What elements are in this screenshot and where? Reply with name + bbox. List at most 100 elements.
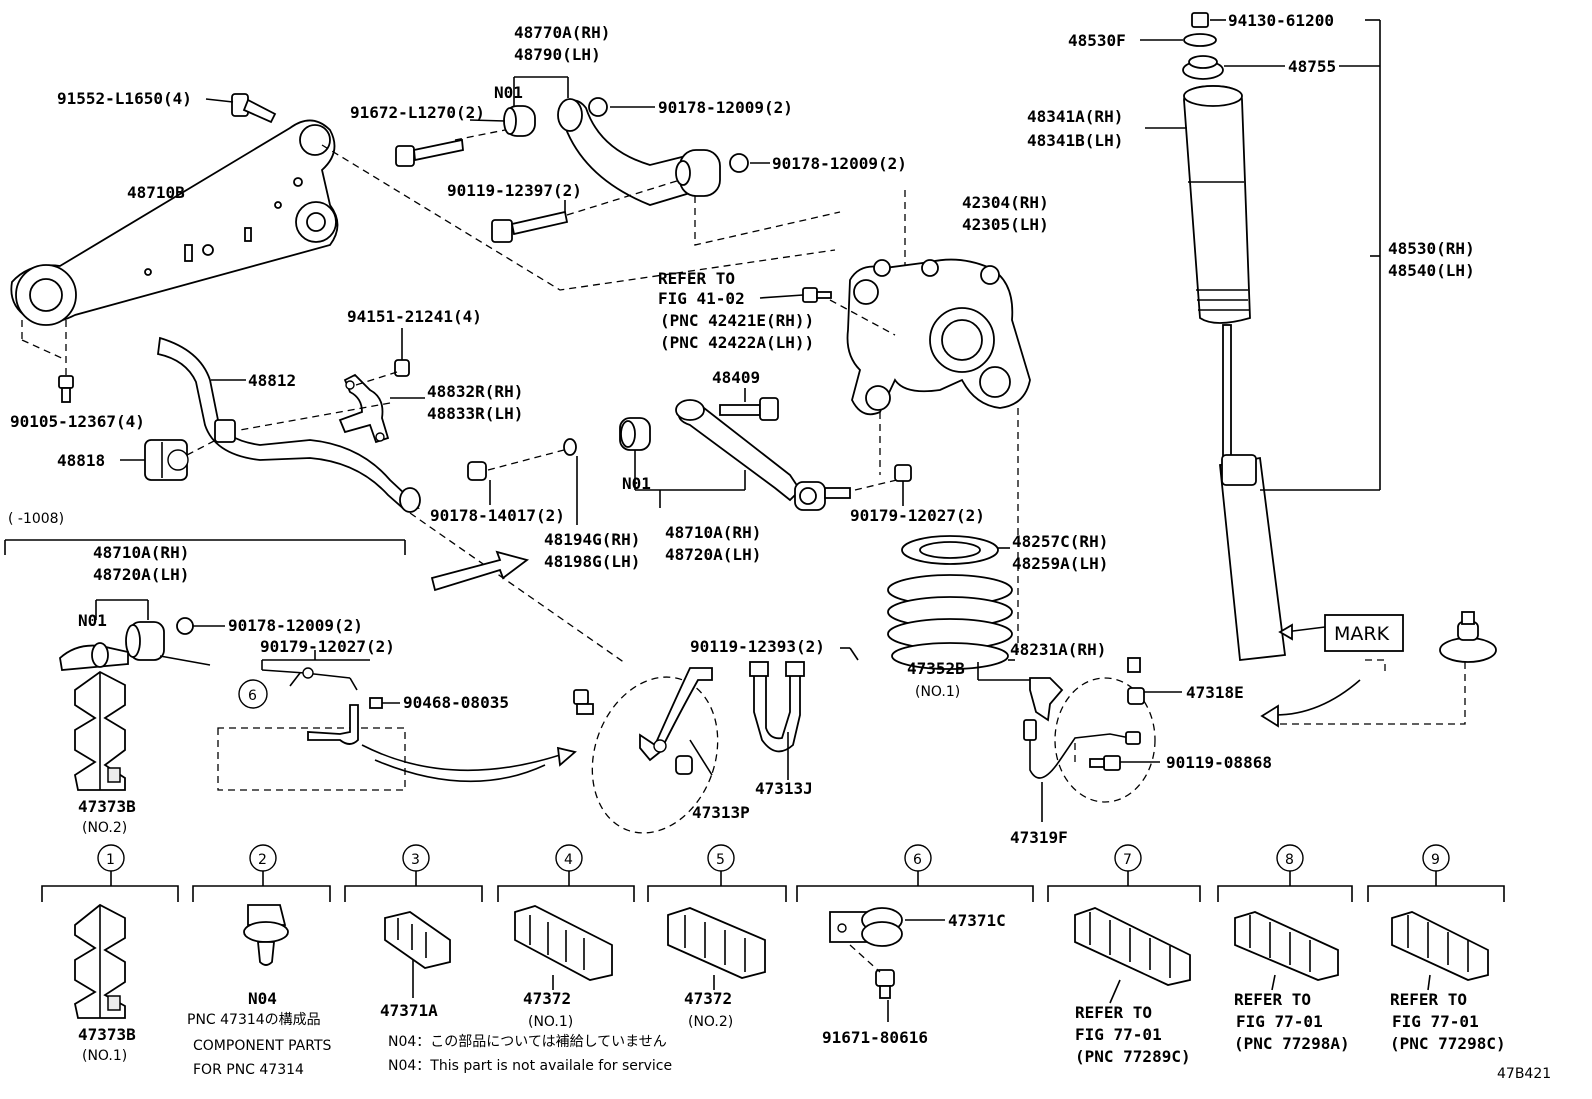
inset-nut-90178: [176, 617, 194, 635]
label-48812: 48812: [248, 371, 296, 390]
label-48710a: 48710A(RH): [665, 523, 761, 542]
figure-id: 47B421: [1497, 1066, 1551, 1082]
note-english: N04：This part is not availale for servic…: [388, 1058, 672, 1074]
legend-9-ref2: FIG 77-01: [1392, 1012, 1479, 1031]
legend-clamp-1: [73, 903, 126, 1019]
brake-line-6: [261, 660, 358, 691]
legend-6-part2: 91671-80616: [822, 1028, 928, 1047]
label-48198g: 48198G(LH): [544, 552, 640, 571]
nut-90179: [894, 464, 912, 482]
inset-hose: [307, 704, 359, 745]
label-48530f: 48530F: [1068, 31, 1126, 50]
label-n01-inset: N01: [78, 611, 107, 630]
label-48832r: 48832R(RH): [427, 382, 523, 401]
label-47352b: 47352B: [907, 659, 965, 678]
legend-labels: 1 2 3 4 5 6 7 8 9 47373B (NO.1) N04 PNC …: [78, 852, 1551, 1082]
label-48257c: 48257C(RH): [1012, 532, 1108, 551]
label-91552: 91552-L1650(4): [57, 89, 192, 108]
coil-spring-48231a: [887, 574, 1013, 670]
bolt-48409: [719, 397, 779, 421]
trailing-arm-48710b: [10, 119, 339, 326]
abs-detail-ellipse: [1054, 677, 1156, 803]
label-47373b-no2-sub: (NO.2): [82, 820, 127, 836]
bolt-90119-12393: [573, 689, 594, 715]
stabilizer-bar-48812: [157, 336, 421, 513]
legend-brackets: [41, 870, 1505, 902]
label-42305: 42305(LH): [962, 215, 1049, 234]
label-47313j: 47313J: [755, 779, 813, 798]
legend-number-circles: [97, 844, 1450, 872]
upper-arm-48770a: [557, 98, 721, 206]
callout-circle-6: [238, 679, 268, 709]
label-48710a-inset: 48710A(RH): [93, 543, 189, 562]
label-48540: 48540(LH): [1388, 261, 1475, 280]
mark-text: MARK: [1334, 623, 1390, 645]
legend-4-sub: (NO.1): [528, 1014, 573, 1030]
legend-8-ref1: REFER TO: [1234, 990, 1311, 1009]
nut-90178-right: [729, 153, 749, 173]
washer-48194g: [563, 438, 577, 456]
legend-num-9: 9: [1431, 852, 1440, 868]
ball-stud: [1439, 611, 1497, 663]
label-90178-inset: 90178-12009(2): [228, 616, 363, 635]
label-48194g: 48194G(RH): [544, 530, 640, 549]
label-48818: 48818: [57, 451, 105, 470]
label-callout-6: 6: [248, 688, 257, 704]
label-48231a: 48231A(RH): [1010, 640, 1106, 659]
brake-hose-47313j: [749, 661, 805, 753]
label-90179-a: 90179-12027(2): [850, 506, 985, 525]
washer-48530f: [1183, 33, 1217, 47]
label-94130: 94130-61200: [1228, 11, 1334, 30]
legend-2-part: N04: [248, 989, 277, 1008]
legend-clip-n04: [243, 904, 289, 966]
label-90119-12393: 90119-12393(2): [690, 637, 825, 656]
bracket-47352b: [1029, 677, 1064, 722]
label-refer-pnc-lh: (PNC 42422A(LH)): [660, 333, 814, 352]
legend-8-ref3: (PNC 77298A): [1234, 1034, 1350, 1053]
legend-clamp-4: [514, 905, 613, 981]
label-90179-b: 90179-12027(2): [260, 637, 395, 656]
label-48755: 48755: [1288, 57, 1336, 76]
label-n01-lower: N01: [622, 474, 651, 493]
label-47313p: 47313P: [692, 803, 750, 822]
label-48341b: 48341B(LH): [1027, 131, 1123, 150]
label-90119-08868: 90119-08868: [1166, 753, 1272, 772]
label-90178-14017: 90178-14017(2): [430, 506, 565, 525]
legend-bracket-6: [829, 907, 903, 999]
legend-5-sub: (NO.2): [688, 1014, 733, 1030]
legend-5-part: 47372: [684, 989, 732, 1008]
nut-94151: [394, 359, 410, 377]
label-48833r: 48833R(LH): [427, 404, 523, 423]
label-refer-to: REFER TO: [658, 269, 735, 288]
legend-clamp-7: [1074, 907, 1191, 986]
label-48530: 48530(RH): [1388, 239, 1475, 258]
bushing-48818: [144, 439, 189, 481]
brake-hose-detail-ellipse: [591, 676, 719, 834]
label-47373b-no2: 47373B: [78, 797, 136, 816]
legend-clamp-8: [1234, 911, 1339, 981]
legend-num-4: 4: [564, 852, 573, 868]
legend-num-5: 5: [716, 852, 725, 868]
direction-arrow: [430, 550, 530, 592]
note-japanese: N04：この部品については補給していません: [388, 1034, 667, 1050]
label-48341a: 48341A(RH): [1027, 107, 1123, 126]
bolt-90105: [58, 375, 74, 403]
legend-9-ref3: (PNC 77298C): [1390, 1034, 1506, 1053]
nut-90178-14017: [467, 461, 487, 481]
label-48770a: 48770A(RH): [514, 23, 610, 42]
legend-1-part: 47373B: [78, 1025, 136, 1044]
part-labels: 48770A(RH) 48790(LH) N01 91552-L1650(4) …: [8, 11, 1475, 847]
inset-curve-arrow: [361, 744, 561, 772]
legend-9-ref1: REFER TO: [1390, 990, 1467, 1009]
bolt-91672: [395, 138, 464, 167]
legend-4-part: 47372: [523, 989, 571, 1008]
knuckle-42304: [846, 258, 1031, 416]
legend-clamp-5: [667, 907, 766, 979]
legend-clamp-9: [1391, 911, 1489, 981]
bolt-refer-41-02: [802, 287, 832, 303]
legend-6-part: 47371C: [948, 911, 1006, 930]
legend-2-sub2: COMPONENT PARTS: [193, 1038, 332, 1054]
label-48790: 48790(LH): [514, 45, 601, 64]
legend-num-6: 6: [913, 852, 922, 868]
